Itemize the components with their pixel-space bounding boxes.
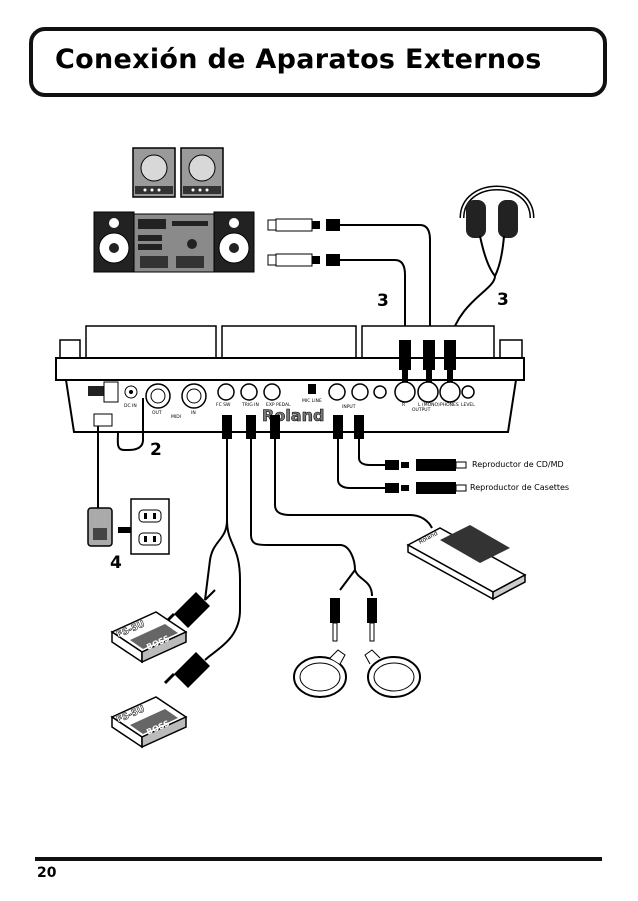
headphones — [449, 185, 535, 341]
cd-cassette-plugs — [385, 459, 467, 494]
level-label: LEVEL — [461, 402, 475, 408]
callout-2: 2 — [150, 440, 162, 460]
callout-4: 4 — [110, 553, 122, 573]
ac-adapter-body — [93, 528, 107, 540]
input-cables — [204, 439, 433, 661]
cd-player-label: Reproductor de CD/MD — [472, 460, 564, 469]
page-number: 20 — [37, 865, 57, 881]
trig-label: TRIG IN — [241, 402, 259, 408]
output-l-label: L (MONO) — [418, 402, 440, 408]
footswitch-plugs — [163, 589, 216, 688]
mic-line-label: MIC LINE — [302, 398, 322, 404]
midi-in-label: IN — [191, 410, 196, 416]
title-box: Conexión de Aparatos Externos — [29, 27, 607, 97]
page-title: Conexión de Aparatos Externos — [55, 44, 542, 75]
footswitch-1: FS-5U BOSS — [110, 611, 188, 664]
output-r-label: R — [402, 402, 405, 408]
dc-jack — [93, 413, 113, 427]
output-cables — [340, 224, 431, 340]
dc-in-label: DC IN — [124, 403, 137, 409]
footswitch-2: FS-5U BOSS — [110, 696, 188, 749]
input-plugs — [222, 415, 364, 439]
callout-3-left: 3 — [377, 291, 389, 311]
wall-outlet — [130, 498, 170, 555]
midi-label: MIDI — [171, 414, 181, 420]
callout-3-right: 3 — [497, 290, 509, 310]
trigger-plugs — [330, 598, 377, 642]
power-adapter — [97, 398, 144, 510]
trigger-pads — [293, 649, 421, 698]
output-plugs — [267, 218, 340, 267]
exp-pedal-label: EXP PEDAL — [266, 402, 291, 408]
output-jack-plugs — [399, 340, 456, 382]
output-label: OUTPUT — [412, 407, 431, 413]
expression-pedal: Roland — [406, 525, 527, 601]
main-unit: Roland DC IN OUT IN MIDI FC SW TRIG IN E… — [55, 325, 525, 433]
midi-out-label: OUT — [152, 410, 162, 416]
cassette-player-label: Reproductor de Casettes — [470, 483, 569, 492]
footer-rule — [35, 857, 602, 861]
powered-speakers — [132, 147, 224, 198]
phones-label: PHONES — [440, 402, 459, 408]
input-label: INPUT — [342, 404, 356, 410]
ac-adapter — [87, 507, 113, 547]
stereo-system — [93, 211, 255, 273]
fc-sw-label: FC SW — [216, 402, 231, 408]
